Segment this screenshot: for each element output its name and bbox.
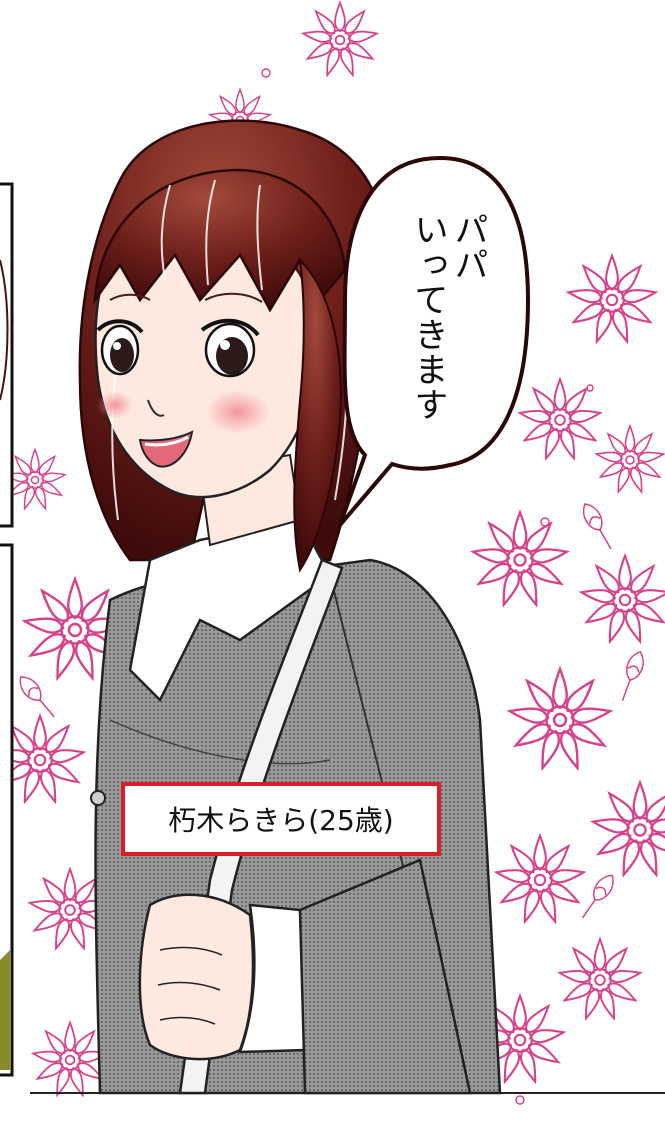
hand — [138, 893, 255, 1061]
speech-line-1: パパ — [448, 212, 488, 282]
nose — [147, 399, 165, 417]
eyes — [96, 292, 263, 378]
speech-bubble-text: パパ いってきます — [408, 212, 488, 422]
character-name-text: 朽木らきら(25歳) — [168, 804, 394, 837]
blush — [206, 390, 270, 434]
hair-side-lock — [293, 257, 342, 573]
speech-line-2: いってきます — [408, 212, 448, 422]
sleeve-cuff — [238, 903, 307, 1054]
speech-bubble — [338, 155, 531, 527]
jacket-button — [90, 790, 106, 806]
character-name-caption: 朽木らきら(25歳) — [121, 782, 441, 856]
